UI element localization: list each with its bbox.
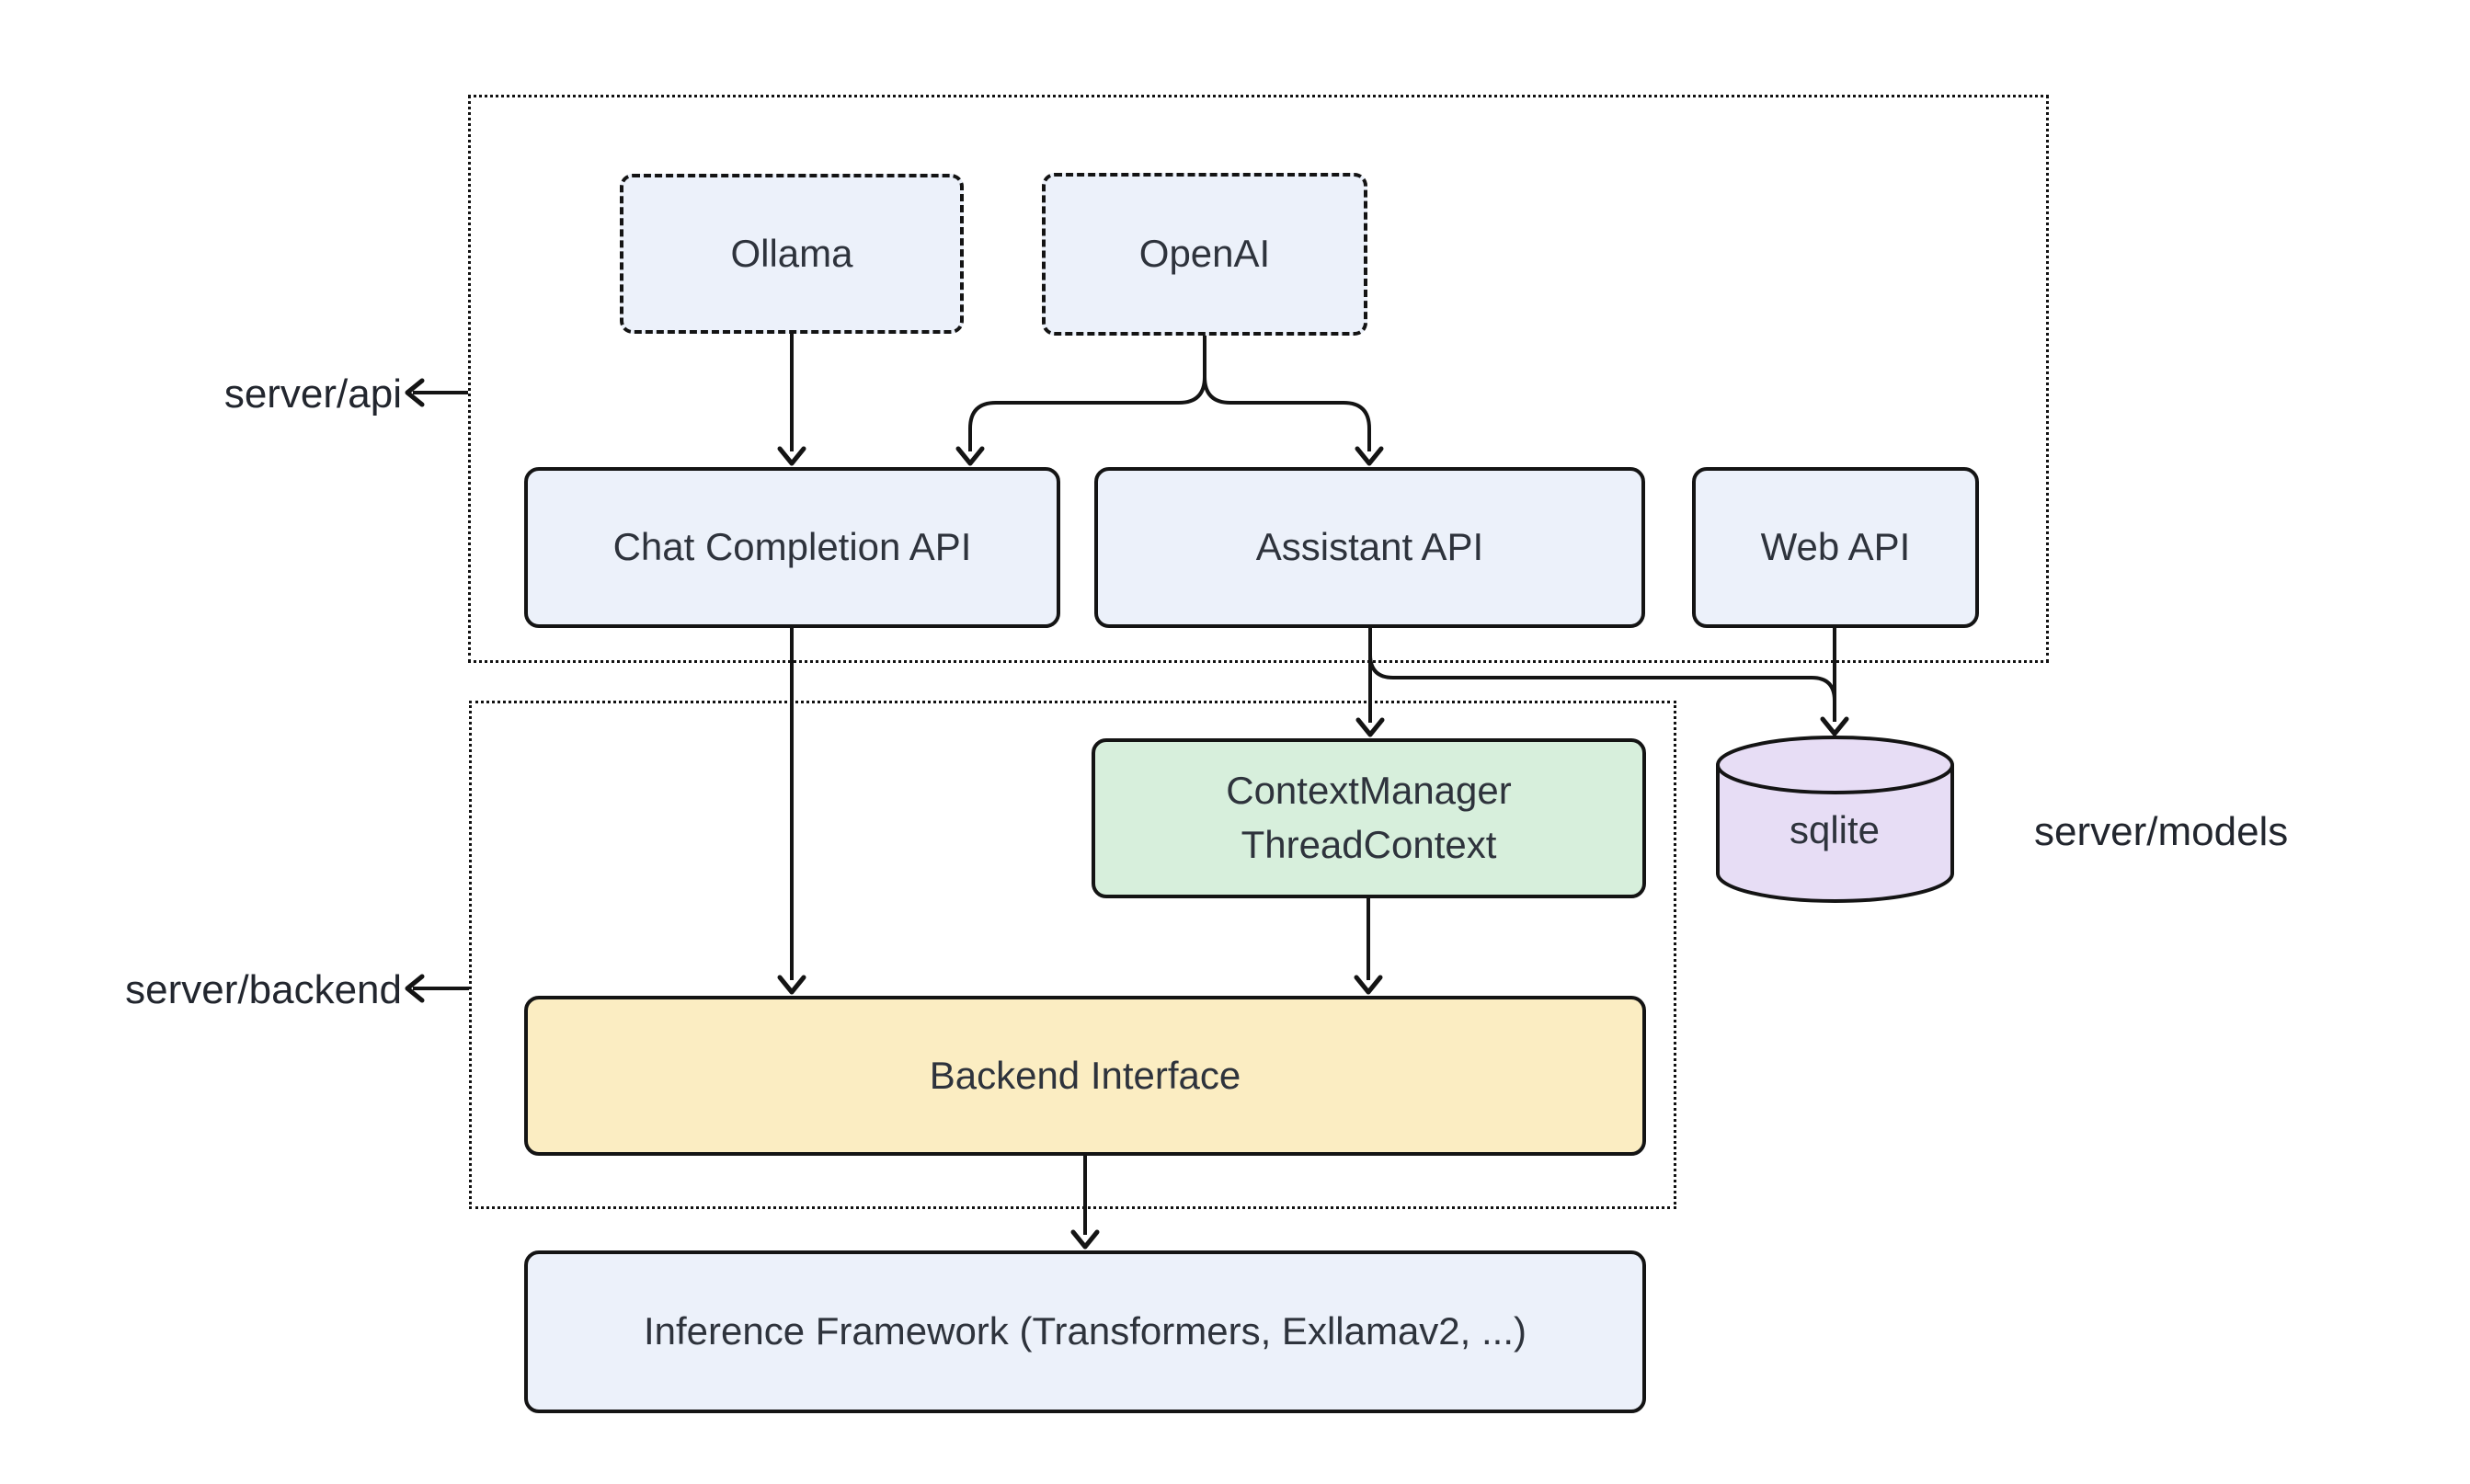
node-ollama: Ollama — [620, 174, 964, 334]
node-chat-completion-api: Chat Completion API — [524, 467, 1060, 628]
node-openai: OpenAI — [1042, 173, 1367, 336]
arrowhead-server-api-pointer — [405, 378, 425, 407]
node-chat-completion-api-label: Chat Completion API — [612, 525, 972, 569]
node-ollama-label: Ollama — [730, 231, 853, 275]
server-models-label-text: server/models — [2034, 809, 2289, 854]
server-api-container — [468, 95, 2049, 663]
node-web-api-label: Web API — [1760, 525, 1911, 569]
node-context-manager-line1: ContextManager — [1226, 769, 1512, 813]
node-context-manager-line2: ThreadContext — [1241, 823, 1497, 866]
node-assistant-api: Assistant API — [1094, 467, 1645, 628]
server-backend-label-text: server/backend — [125, 967, 402, 1012]
node-inference-framework-label: Inference Framework (Transformers, Exlla… — [643, 1309, 1527, 1353]
node-assistant-api-label: Assistant API — [1255, 525, 1484, 569]
server-backend-label: server/backend — [80, 967, 402, 1013]
node-backend-interface-label: Backend Interface — [929, 1053, 1241, 1097]
server-backend-container — [469, 701, 1676, 1209]
server-api-label-text: server/api — [223, 371, 402, 417]
node-backend-interface: Backend Interface — [524, 996, 1646, 1156]
server-api-label: server/api — [181, 371, 402, 417]
node-inference-framework: Inference Framework (Transformers, Exlla… — [524, 1250, 1646, 1413]
server-models-label: server/models — [2034, 809, 2288, 855]
node-web-api: Web API — [1692, 467, 1979, 628]
arrowhead-webapi-sqlite — [1820, 716, 1849, 736]
arrowhead-backend-inference — [1070, 1229, 1100, 1250]
sqlite-cylinder-top — [1716, 736, 1954, 794]
node-openai-label: OpenAI — [1138, 232, 1271, 276]
node-sqlite-label: sqlite — [1789, 808, 1881, 851]
arrowhead-server-backend-pointer — [405, 974, 425, 1003]
node-context-manager: ContextManager ThreadContext — [1092, 738, 1646, 898]
